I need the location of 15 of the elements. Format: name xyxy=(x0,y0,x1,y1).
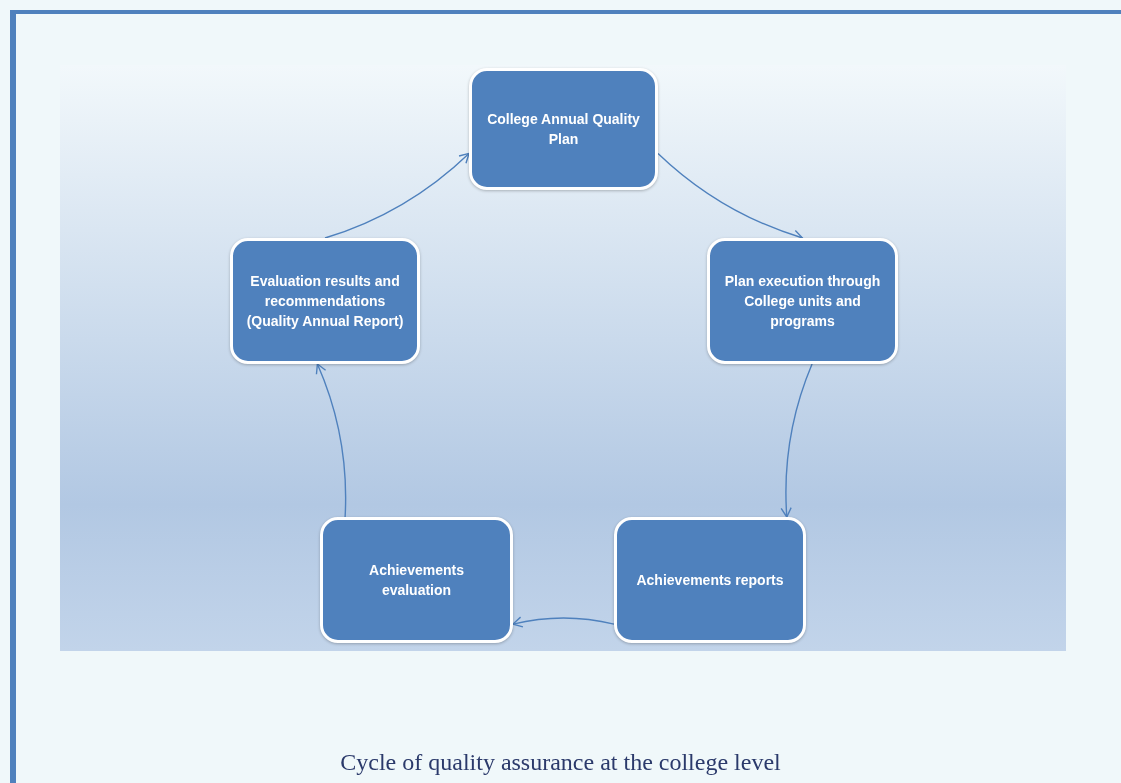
process-box xyxy=(320,517,513,643)
arrow xyxy=(780,363,813,518)
box-label: Plan execution through College units and programs xyxy=(723,272,882,331)
process-box xyxy=(707,238,898,364)
process-box xyxy=(614,517,806,643)
process-box xyxy=(469,68,658,190)
arrow xyxy=(324,152,470,239)
process-box xyxy=(230,238,420,364)
box-label: Achievements evaluation xyxy=(368,561,465,600)
arrow xyxy=(315,363,347,518)
caption: Cycle of quality assurance at the college level xyxy=(339,748,782,777)
box-label: Evaluation results and recommendations (Quality Annual Report) xyxy=(245,272,405,331)
arrow xyxy=(512,616,615,628)
box-label: Achievements reports xyxy=(636,571,784,590)
box-label: College Annual Quality Plan xyxy=(486,110,641,149)
